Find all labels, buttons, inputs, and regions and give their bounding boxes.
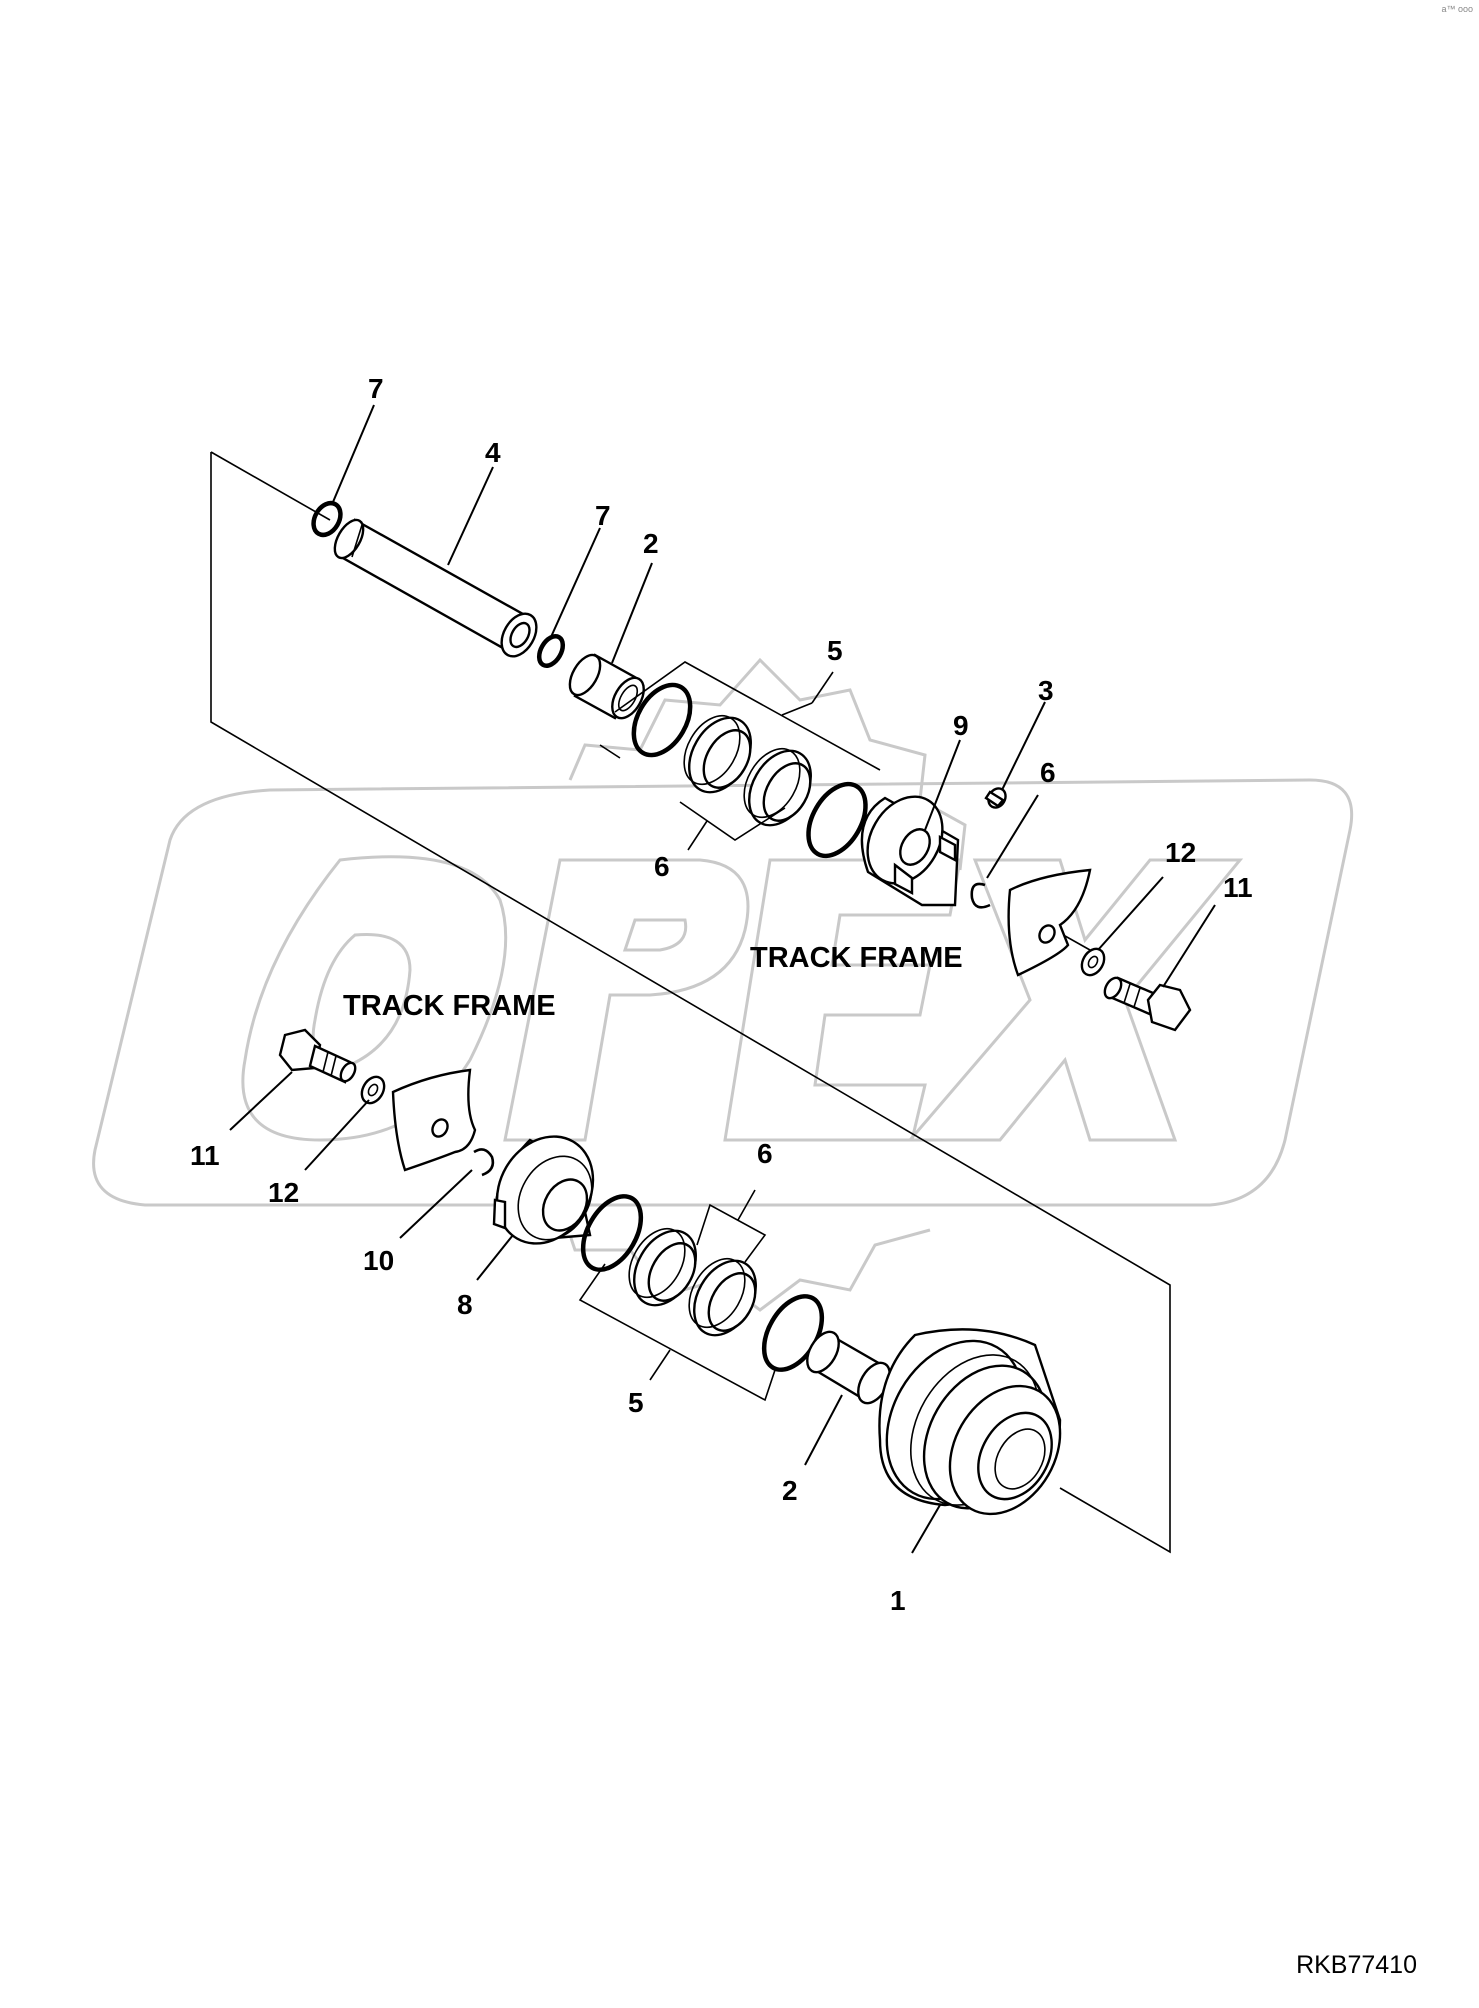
bracket-6-top bbox=[679, 801, 786, 851]
track-frame-label-right: TRACK FRAME bbox=[750, 942, 963, 974]
o-ring-7-top bbox=[311, 500, 343, 538]
collar-part-9 bbox=[860, 795, 960, 907]
callout-5-bottom: 5 bbox=[628, 1387, 644, 1418]
callout-9: 9 bbox=[953, 710, 969, 741]
callout-4: 4 bbox=[485, 437, 501, 468]
callout-12-left: 12 bbox=[268, 1177, 299, 1208]
floating-seal-6-bottom-a bbox=[628, 1227, 697, 1307]
shaft-part-4 bbox=[333, 518, 538, 658]
clip-part-6-right bbox=[970, 882, 991, 909]
drawing-id: RKB77410 bbox=[1296, 1951, 1417, 1979]
o-ring-5-top-b bbox=[806, 781, 868, 859]
washer-part-12-right bbox=[1080, 947, 1106, 977]
callout-2-bottom: 2 bbox=[782, 1475, 798, 1506]
roller-part-1 bbox=[878, 1328, 1062, 1516]
callout-7-mid: 7 bbox=[595, 500, 611, 531]
callout-7-top: 7 bbox=[368, 373, 384, 404]
bushing-part-2-top bbox=[568, 653, 645, 720]
callout-5-top: 5 bbox=[827, 635, 843, 666]
track-frame-label-left: TRACK FRAME bbox=[343, 990, 556, 1022]
corner-mark: a™ ooo bbox=[1441, 4, 1473, 14]
floating-seal-6-bottom-b bbox=[688, 1257, 757, 1337]
bracket-6-bottom bbox=[696, 1189, 767, 1263]
callout-11-right: 11 bbox=[1223, 872, 1253, 903]
callout-1: 1 bbox=[890, 1585, 906, 1616]
clip-part-10 bbox=[473, 1148, 495, 1177]
washer-part-12-left bbox=[360, 1075, 386, 1105]
leader-lines bbox=[229, 404, 1216, 1554]
callout-6-top: 6 bbox=[654, 851, 670, 882]
track-frame-plate-right bbox=[1007, 868, 1092, 977]
bolt-part-11-right bbox=[1103, 976, 1192, 1032]
callout-6-bottom: 6 bbox=[757, 1138, 773, 1169]
callout-8: 8 bbox=[457, 1289, 473, 1320]
callout-11-left: 11 bbox=[190, 1140, 220, 1171]
callout-3: 3 bbox=[1038, 675, 1054, 706]
collar-part-8 bbox=[492, 1135, 595, 1245]
o-ring-5-bottom-a bbox=[580, 1194, 644, 1272]
callout-labels: 7 4 7 2 5 6 9 3 6 12 11 11 12 10 8 6 5 2… bbox=[190, 373, 1253, 1616]
floating-seal-6-top-b bbox=[743, 747, 812, 827]
bracket-5-bottom bbox=[578, 1263, 776, 1402]
o-ring-5-top-a bbox=[631, 682, 693, 758]
callout-6-right: 6 bbox=[1040, 757, 1056, 788]
floating-seal-6-top-a bbox=[683, 714, 752, 794]
plug-part-3 bbox=[984, 787, 1007, 809]
bracket-5-top bbox=[614, 661, 881, 771]
o-ring-7-mid bbox=[536, 634, 566, 668]
callout-12-right: 12 bbox=[1165, 837, 1196, 868]
callout-2-top: 2 bbox=[643, 528, 659, 559]
callout-10: 10 bbox=[363, 1245, 394, 1276]
track-frame-plate-left bbox=[391, 1068, 477, 1172]
bolt-part-11-left bbox=[278, 1028, 357, 1084]
